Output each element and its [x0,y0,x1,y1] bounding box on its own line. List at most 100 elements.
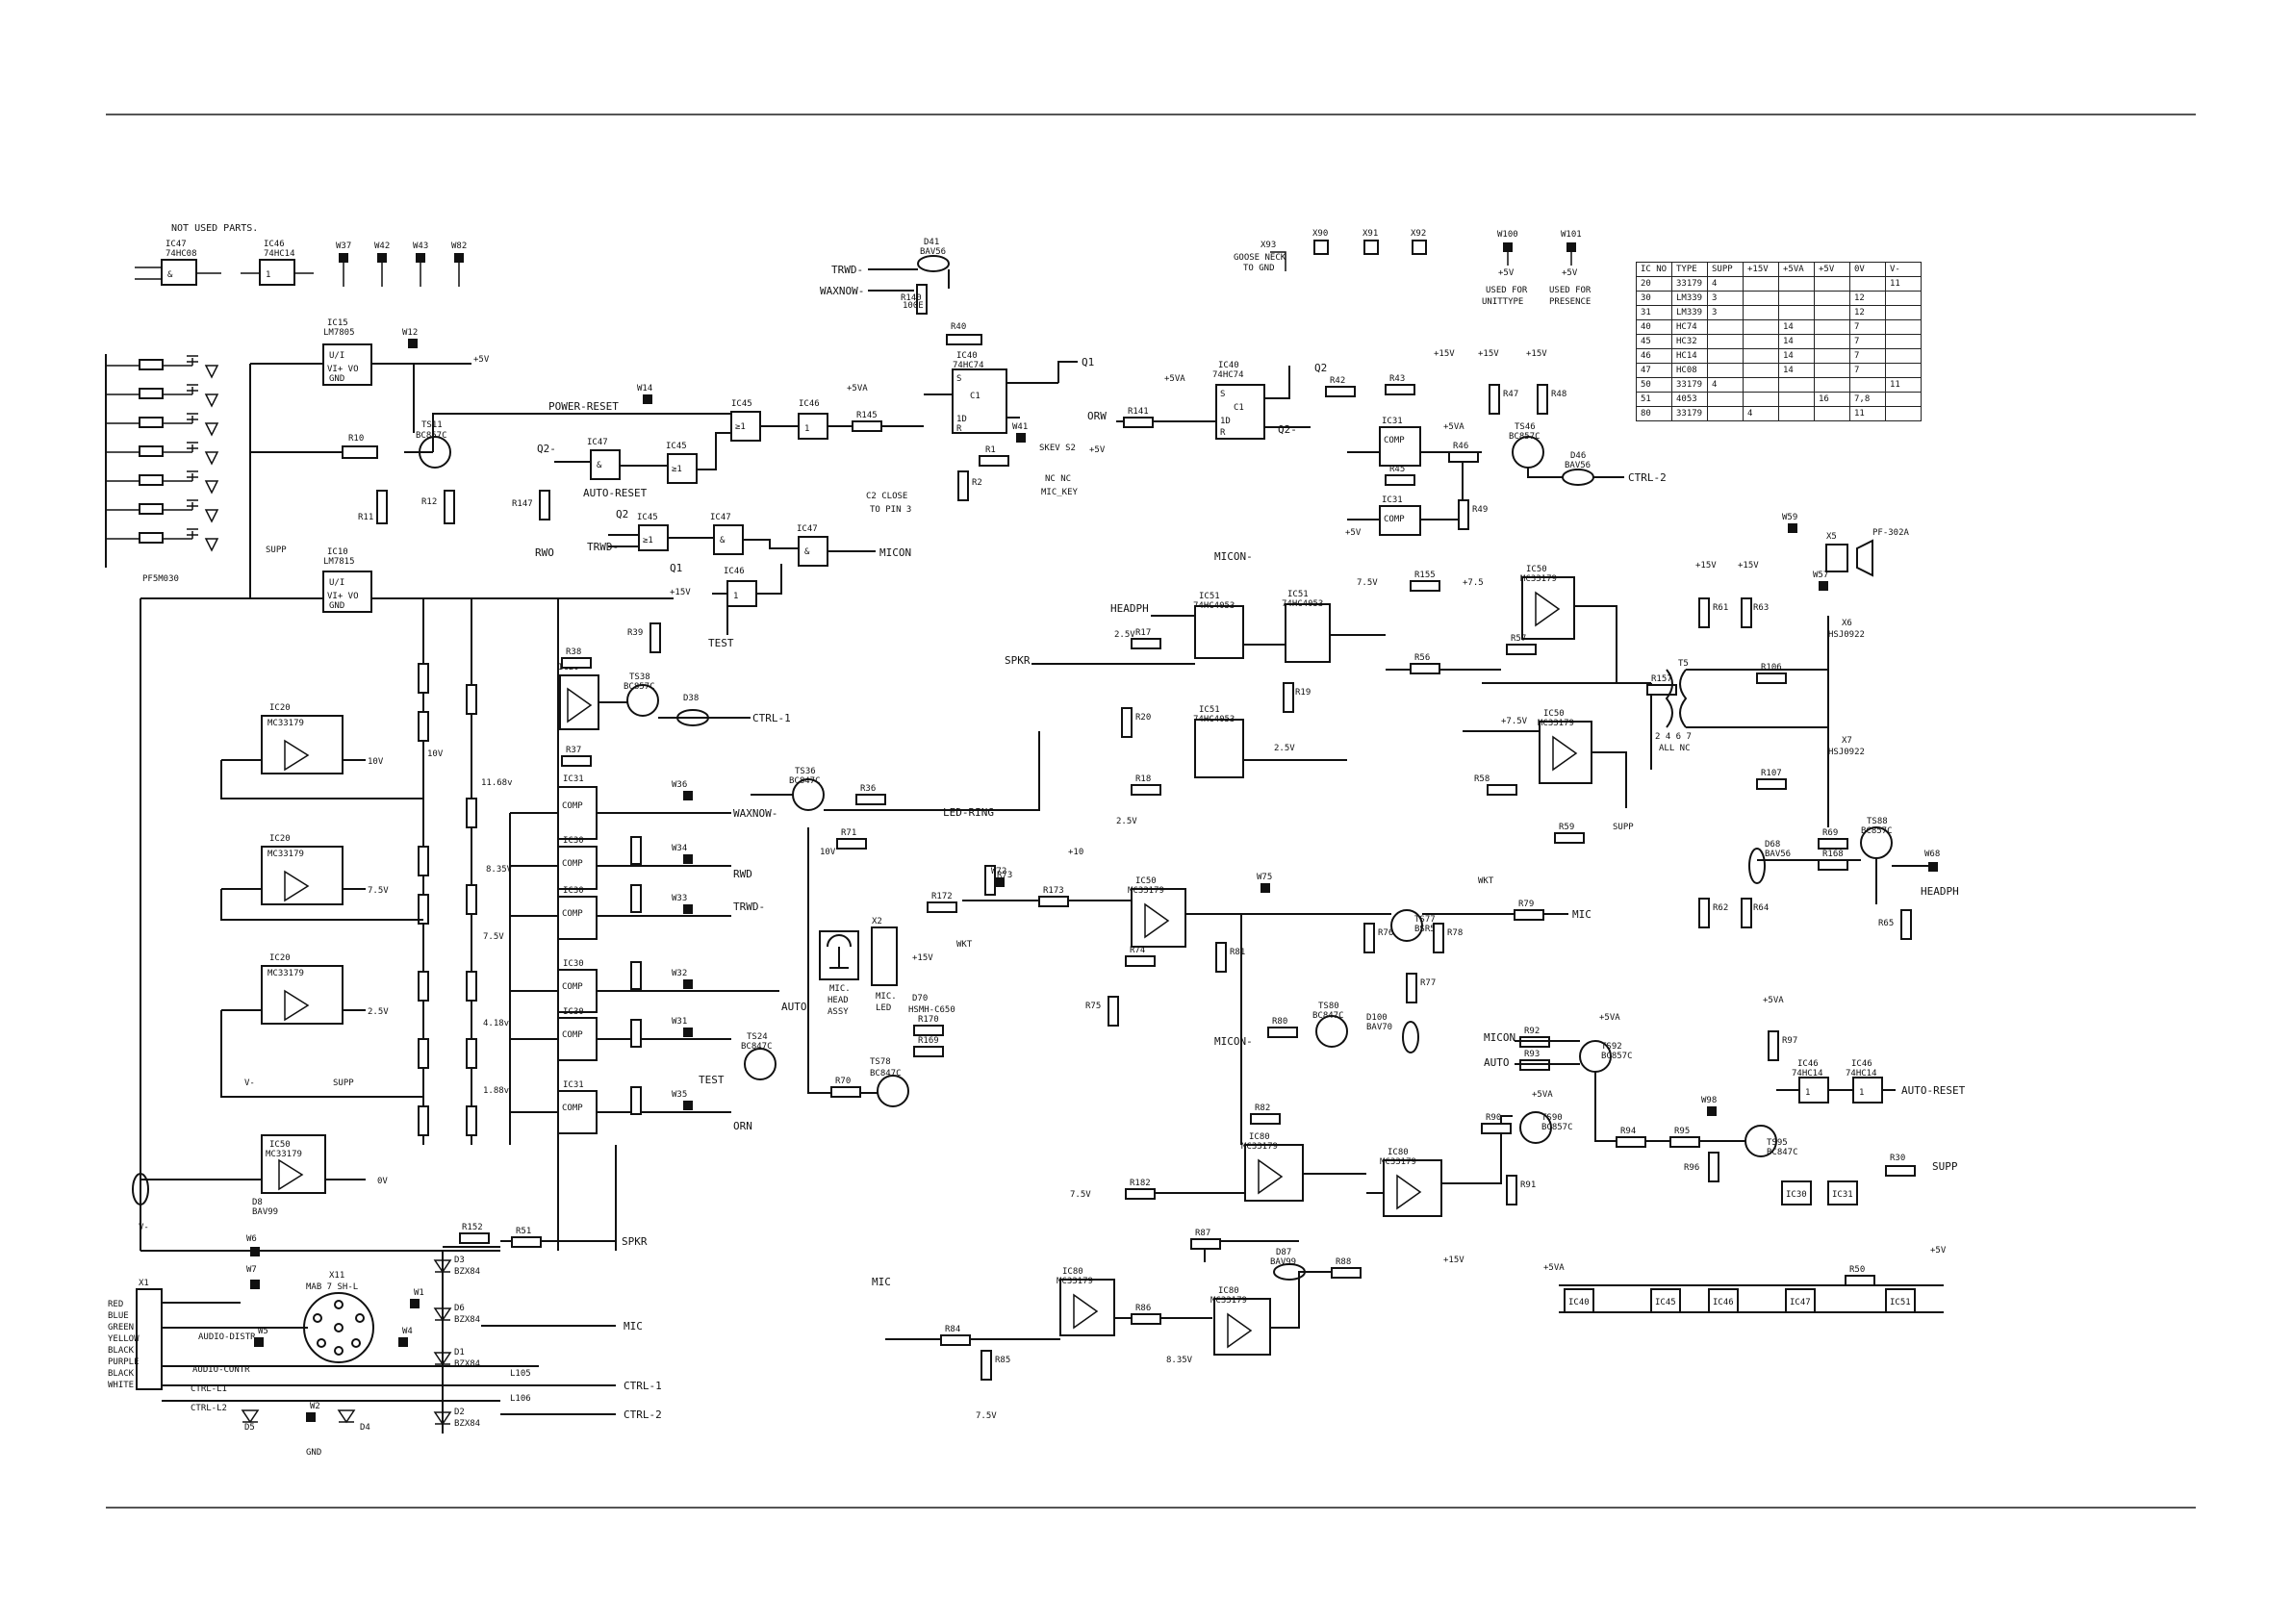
power-reset-label: POWER-RESET [548,400,619,413]
svg-text:TS90: TS90 [1541,1113,1563,1123]
ctrl-l2-label: CTRL-L2 [191,1404,227,1413]
ic50-audio-stage-b: IC50 MC33179 +7.5V SUPP R58 R59 [1463,709,1634,844]
col-p5v: +5V [1814,262,1850,277]
svg-text:R76: R76 [1378,928,1393,938]
svg-text:R88: R88 [1336,1257,1351,1267]
svg-text:R61: R61 [1713,603,1728,613]
svg-text:U/I: U/I [329,351,344,361]
ic50c-type: MC33179 [1538,719,1574,728]
wire-black-1: BLACK [108,1346,135,1356]
spkr-out-bottom: SPKR [622,1235,648,1248]
gnd-label: GND [306,1448,321,1458]
auto-reset-out: AUTO-RESET [1901,1084,1966,1097]
svg-text:BSR57: BSR57 [1414,925,1440,934]
svg-text:L105: L105 [510,1369,531,1379]
ic46-type: 74HC14 [264,249,295,259]
x93-ref: X93 [1261,241,1276,250]
wkt-out: WKT [1478,876,1494,886]
table-cell: 14 [1778,363,1815,378]
svg-text:BZX84: BZX84 [454,1359,480,1369]
svg-text:R80: R80 [1272,1017,1287,1027]
decouple-ic45: IC45 [1655,1298,1676,1307]
x92-ref: X92 [1411,229,1426,239]
svg-text:R37: R37 [566,746,581,755]
svg-text:R96: R96 [1684,1163,1699,1173]
svg-text:D38: D38 [683,694,699,703]
svg-text:TS95: TS95 [1767,1138,1788,1148]
w101-rail: +5V [1562,268,1578,278]
svg-text:R92: R92 [1524,1027,1540,1036]
auto-reset-section: TS90 BC857C TS92 BC857C TS95 BC847C MICO… [1481,996,1966,1205]
svg-text:BAV99: BAV99 [252,1207,278,1217]
mic-out-bottom: MIC [624,1320,643,1332]
table-cell: HC08 [1671,363,1708,378]
svg-text:R42: R42 [1330,376,1345,386]
svg-text:R97: R97 [1782,1036,1797,1046]
svg-text:&: & [804,547,810,557]
svg-text:X5: X5 [1826,532,1837,542]
mic-led-l2: LED [876,1003,891,1013]
pad-w82: W82 [451,241,467,251]
zener-protection: D3 BZX84 D6 BZX84 D1 BZX84 D2 BZX84 R152… [132,1173,662,1434]
svg-text:W34: W34 [672,844,687,853]
pad-w42: W42 [374,241,390,251]
auto-reset-internal: AUTO-RESET [583,487,648,499]
svg-text:R86: R86 [1135,1304,1151,1313]
svg-text:R56: R56 [1414,653,1430,663]
ic51-analog-switches: IC51 74HC4053 IC51 74HC4053 IC51 74HC405… [1005,550,1386,826]
svg-text:BAV56: BAV56 [1565,461,1591,470]
svg-text:COMP: COMP [562,859,583,869]
rwd-out: RWD [733,868,752,880]
svg-text:W4: W4 [402,1327,413,1336]
mic-out-right: MIC [1572,908,1592,921]
table-cell [1814,363,1850,378]
w101-ref: W101 [1561,230,1582,240]
ic15-out-rail: +5V [473,355,490,365]
table-cell: 33179 [1671,406,1708,421]
svg-text:R64: R64 [1753,903,1769,913]
w100-pad: W100 +5V USED FOR UNITTYPE [1482,230,1528,307]
mic-in-bottom: MIC [872,1276,891,1288]
ic50-audio-stage-a: IC50 MC33179 R56 R57 R155 +7.5 [1386,565,1617,684]
svg-text:D70: D70 [912,994,928,1003]
svg-text:BAV70: BAV70 [1366,1023,1392,1032]
svg-text:GND: GND [329,601,344,611]
svg-text:R39: R39 [627,628,643,638]
svg-text:R45: R45 [1389,465,1405,474]
svg-text:BC847C: BC847C [1767,1148,1798,1157]
comp4-ref: IC30 [563,959,584,969]
ic20c-out: 2.5V [368,1007,389,1017]
svg-text:R12: R12 [421,497,437,507]
svg-text:TS88: TS88 [1867,817,1888,826]
ic40-flipflop-a: S C1 1D R IC40 74HC74 Q1 R40 R140 100E +… [847,284,1106,515]
table-cell [1849,377,1886,393]
ic80c-ref: IC80 [1062,1267,1083,1277]
table-cell: 31 [1636,305,1672,320]
table-cell: 11 [1885,276,1922,292]
svg-text:≥1: ≥1 [735,422,746,432]
svg-text:R11: R11 [358,513,373,522]
svg-text:R90: R90 [1486,1113,1501,1123]
svg-text:W59: W59 [1782,513,1797,522]
voltage-divider-chain: 10V 11.68v 8.35V 7.5V 4.18v 1.88v [140,598,513,1251]
svg-text:TS36: TS36 [795,767,816,776]
ic10-ref: IC10 [327,547,348,557]
ic20-buffer-10v: IC20 MC33179 10V [220,703,423,799]
svg-text:R65: R65 [1878,919,1894,928]
decouple-p5v: +5V [1930,1246,1947,1256]
table-cell [1707,334,1744,349]
p15v-top-1: +15V [1434,349,1455,359]
svg-text:R169: R169 [918,1036,939,1046]
ic50a-out: 0V [377,1177,388,1186]
switch-25v-a: 2.5V [1114,630,1135,640]
table-cell: 14 [1778,348,1815,364]
ctrl1-out: CTRL-1 [752,712,791,724]
svg-text:R157: R157 [1651,674,1672,684]
table-cell [1814,377,1850,393]
svg-text:R59: R59 [1559,823,1574,832]
svg-text:BC857C: BC857C [624,682,655,692]
table-cell: 7 [1849,363,1886,378]
ic80b-type: MC33179 [1380,1157,1416,1167]
